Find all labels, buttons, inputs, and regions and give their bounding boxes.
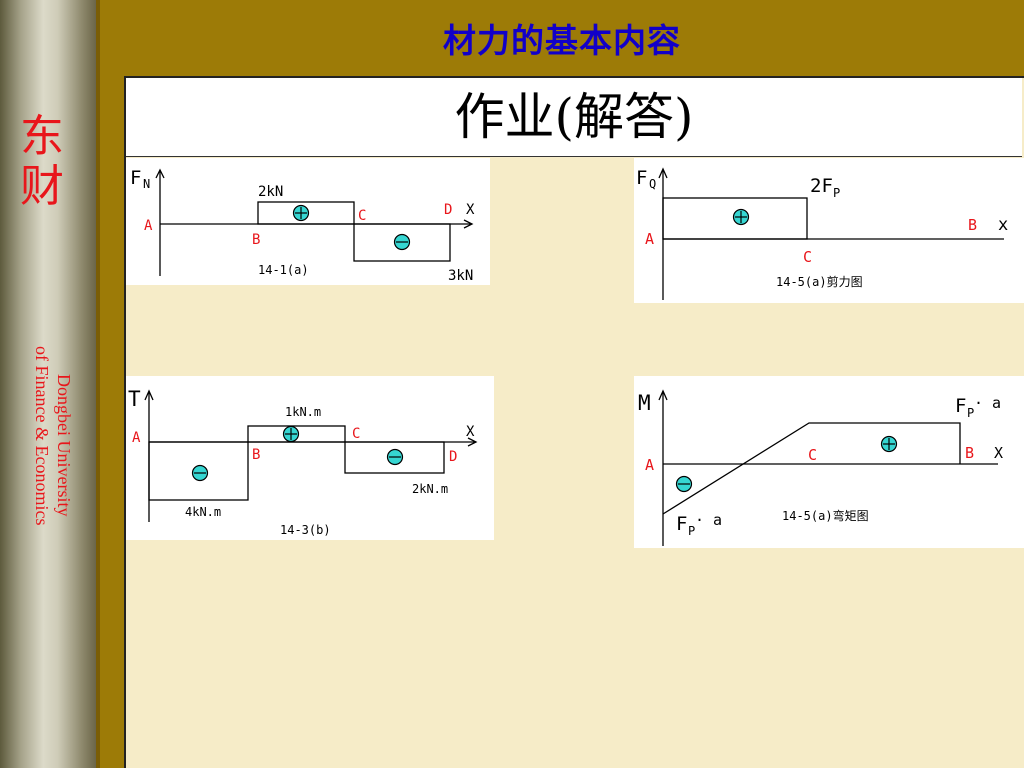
plus-sign-icon xyxy=(880,435,898,453)
moment-curve xyxy=(662,422,961,515)
negative-block-left xyxy=(148,441,249,501)
t-axis-label: T xyxy=(128,387,141,411)
positive-block xyxy=(257,201,355,225)
homework-heading: 作业(解答) xyxy=(126,78,1022,157)
plus-sign-icon xyxy=(732,208,750,226)
fn-axis-sub: N xyxy=(143,177,150,191)
minus-sign-icon-left xyxy=(191,464,209,482)
point-b: B xyxy=(252,447,260,463)
negative-block xyxy=(353,223,451,262)
caption-14-3b: 14-3(b) xyxy=(280,523,331,537)
x-axis-arrow xyxy=(463,219,474,229)
point-c: C xyxy=(352,426,360,442)
point-a: A xyxy=(645,230,654,248)
point-b: B xyxy=(252,232,260,248)
point-b: B xyxy=(965,444,974,462)
value-fpa-top-sub: P xyxy=(967,406,974,420)
caption-14-5a-shear: 14-5(a)剪力图 xyxy=(776,274,863,289)
value-4knm: 4kN.m xyxy=(185,505,221,519)
university-line-1: Dongbei University xyxy=(54,374,72,516)
point-a: A xyxy=(132,430,141,446)
point-c: C xyxy=(803,248,812,266)
value-1knm: 1kN.m xyxy=(285,405,321,419)
fn-axis-arrow xyxy=(155,168,165,179)
value-2kn: 2kN xyxy=(258,184,283,200)
caption-14-5a-moment: 14-5(a)弯矩图 xyxy=(782,508,869,523)
value-fpa-bottom-rest: · a xyxy=(695,511,722,529)
value-fpa-bottom-sub: P xyxy=(688,524,695,538)
university-name: Dongbei University of Finance & Economic… xyxy=(12,340,74,610)
point-c: C xyxy=(808,446,817,464)
x-axis-label: X xyxy=(466,202,475,218)
value-fpa-bottom: F xyxy=(676,513,687,535)
value-fpa-top: F xyxy=(955,395,966,417)
figure-14-5a-bending-moment: M F P · a F P · a A C B X 14-5(a)弯矩图 xyxy=(634,376,1024,548)
point-d: D xyxy=(444,202,452,218)
m-axis-label: M xyxy=(638,391,651,415)
slide-title: 材力的基本内容 xyxy=(443,21,681,60)
logo-char-cai: 财 xyxy=(20,161,64,212)
caption-14-1a: 14-1(a) xyxy=(258,263,309,277)
point-b: B xyxy=(968,216,977,234)
figure-14-3b-torque: T 1kN.m 4kN.m 2kN.m A B C D X 14-3(b) xyxy=(126,376,494,540)
value-2fp-sub: P xyxy=(833,186,840,200)
point-a: A xyxy=(144,218,153,234)
x-axis-label: x xyxy=(998,215,1008,235)
positive-block xyxy=(247,425,346,443)
point-a: A xyxy=(645,456,654,474)
school-logo: 东 财 xyxy=(14,112,70,212)
sidebar-divider xyxy=(96,0,100,768)
fq-axis-label: F xyxy=(636,167,647,189)
x-axis-label: X xyxy=(994,444,1003,462)
t-axis-arrow xyxy=(144,389,154,401)
fn-axis-label: F xyxy=(130,167,141,189)
value-2fp: 2F xyxy=(810,175,833,197)
value-2knm: 2kN.m xyxy=(412,482,448,496)
university-line-2: of Finance & Economics xyxy=(32,346,52,525)
left-decorative-bar: 东 财 Dongbei University of Finance & Econ… xyxy=(0,0,96,768)
figure-14-1a-axial-force: F N 2kN 3kN A B C D X 14-1(a) xyxy=(126,158,490,285)
minus-sign-icon xyxy=(393,233,411,251)
logo-char-dong: 东 xyxy=(20,111,64,162)
negative-block-right xyxy=(344,441,445,474)
value-3kn: 3kN xyxy=(448,268,473,284)
plus-sign-icon xyxy=(282,425,300,443)
fq-axis-arrow xyxy=(658,167,668,179)
minus-sign-icon-right xyxy=(386,448,404,466)
x-axis-arrow xyxy=(467,437,478,447)
fq-axis-sub: Q xyxy=(649,177,656,191)
value-fpa-top-rest: · a xyxy=(974,394,1001,412)
point-c: C xyxy=(358,208,366,224)
x-axis-label: X xyxy=(466,424,475,440)
point-d: D xyxy=(449,449,457,465)
figure-14-5a-shear-force: F Q 2F P A C B x 14-5(a)剪力图 xyxy=(634,158,1024,303)
positive-block xyxy=(662,197,808,240)
m-axis-arrow xyxy=(658,389,668,401)
minus-sign-icon xyxy=(675,475,693,493)
plus-sign-icon xyxy=(292,204,310,222)
